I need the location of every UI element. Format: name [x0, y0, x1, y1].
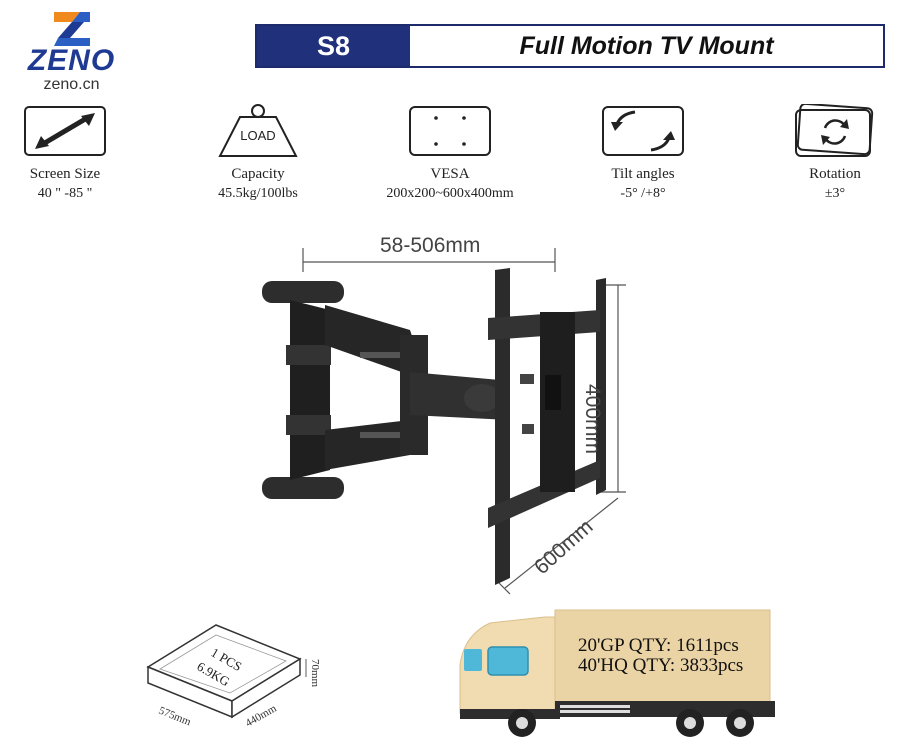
spec-tilt: Tilt angles -5° /+8°	[563, 104, 723, 202]
spec-value: 45.5kg/100lbs	[218, 186, 298, 201]
zeno-logo-mark-icon	[54, 12, 90, 46]
extension-dimension-line	[302, 248, 556, 272]
spec-value: 200x200~600x400mm	[386, 186, 514, 201]
tv-bracket	[488, 268, 606, 585]
spec-name: Tilt angles	[611, 166, 675, 182]
spec-screen-size: Screen Size 40 " -85 "	[0, 104, 145, 202]
spec-value: -5° /+8°	[620, 186, 666, 201]
load-text: LOAD	[240, 128, 275, 143]
rotation-icon	[793, 102, 877, 158]
spec-name: Capacity	[231, 166, 285, 182]
swing-arms	[325, 305, 510, 470]
spec-name: Rotation	[809, 166, 861, 182]
tilt-arrows-icon	[601, 104, 685, 158]
brand-name: ZENO	[27, 44, 116, 77]
hq40-quantity: 40'HQ QTY: 3833pcs	[578, 655, 744, 676]
extension-dimension-label: 58-506mm	[380, 234, 481, 257]
container-quantities: 20'GP QTY: 1611pcs 40'HQ QTY: 3833pcs	[578, 636, 743, 676]
brand-url: zeno.cn	[43, 76, 100, 93]
load-weight-icon: LOAD	[216, 104, 300, 158]
spec-vesa: VESA 200x200~600x400mm	[370, 104, 530, 202]
package-box: 1 PCS 6.9KG 575mm 440mm 70mm	[146, 624, 321, 730]
package-length: 575mm	[157, 705, 193, 729]
spec-name: VESA	[430, 166, 470, 182]
model-badge: S8	[257, 26, 410, 66]
height-dimension-label: 400mm	[581, 384, 604, 455]
header-banner: S8 Full Motion TV Mount	[255, 24, 885, 68]
gp20-quantity: 20'GP QTY: 1611pcs	[578, 635, 739, 656]
spec-value: 40 " -85 "	[37, 186, 93, 201]
spec-name: Screen Size	[29, 166, 101, 182]
spec-value: ±3°	[824, 186, 846, 201]
shipping-truck-icon	[459, 609, 775, 737]
diagonal-arrow-icon	[23, 104, 107, 158]
vesa-holes-icon	[408, 104, 492, 158]
spec-capacity: LOAD Capacity 45.5kg/100lbs	[178, 104, 338, 202]
wall-plate	[262, 281, 344, 499]
spec-rotation: Rotation ±3°	[755, 102, 900, 202]
product-title: Full Motion TV Mount	[519, 31, 774, 60]
brand-logo: ZENO zeno.cn	[14, 6, 129, 93]
package-height: 70mm	[309, 659, 321, 688]
